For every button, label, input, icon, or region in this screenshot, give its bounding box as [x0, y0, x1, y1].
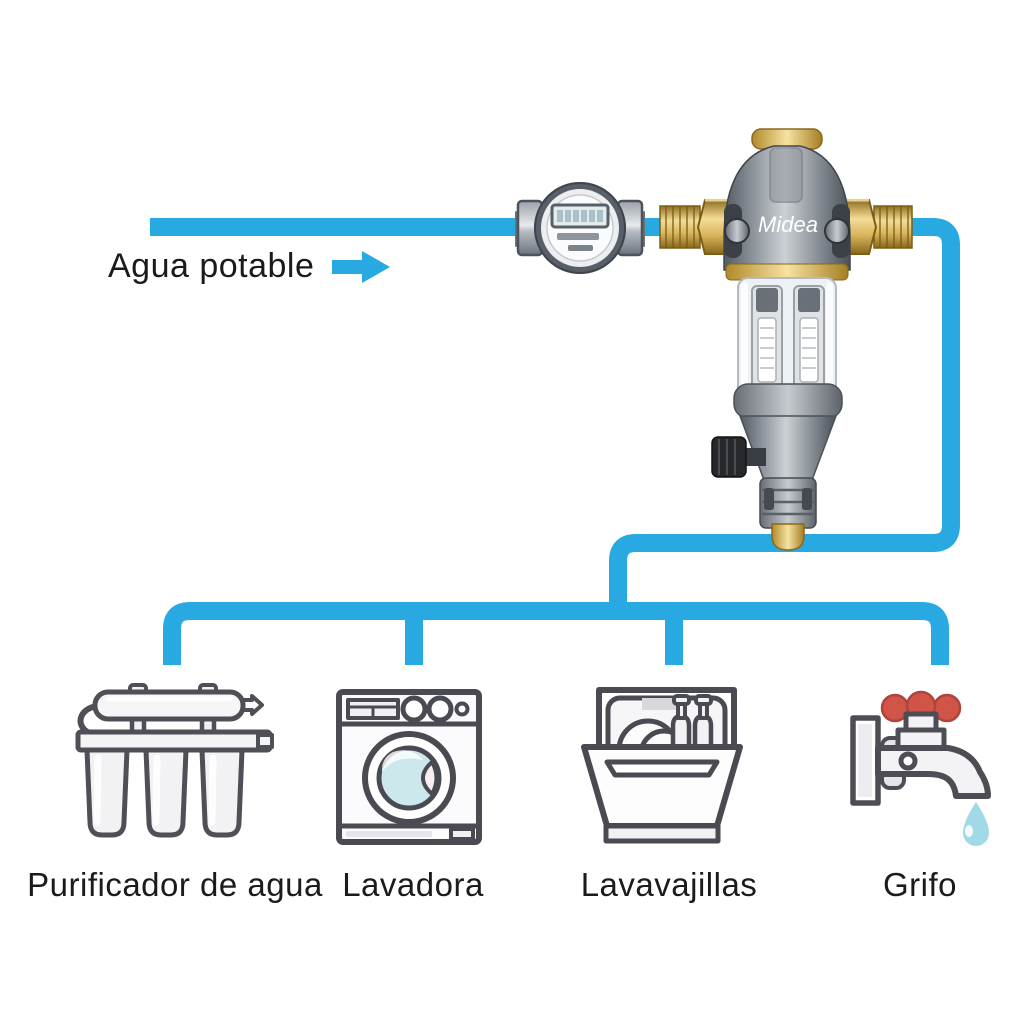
washing-machine-icon — [336, 689, 482, 845]
water-purifier-icon — [75, 683, 274, 838]
outlet-label-grifo: Grifo — [882, 866, 958, 903]
outlet-label-lavadora: Lavadora — [342, 866, 484, 903]
filter-brass-tip — [771, 523, 805, 551]
flow-arrow-icon — [332, 251, 390, 283]
water-meter-icon — [515, 182, 645, 274]
source-label: Agua potable — [108, 247, 315, 285]
outlet-label-purificador: Purificador de agua — [27, 866, 323, 903]
faucet-handle — [880, 690, 962, 723]
brand-logo: Midea — [758, 212, 818, 237]
filter-clear-bowl — [737, 277, 837, 401]
supply-pipe — [150, 218, 960, 612]
water-drop-icon — [963, 802, 989, 846]
dishwasher-icon — [581, 687, 743, 844]
outlet-label-lavavajillas: Lavavajillas — [580, 866, 758, 903]
midea-prefilter-icon: Midea — [659, 128, 913, 551]
drain-knob-icon — [711, 436, 766, 478]
faucet-icon — [850, 690, 991, 846]
manifold-pipe — [163, 602, 949, 665]
